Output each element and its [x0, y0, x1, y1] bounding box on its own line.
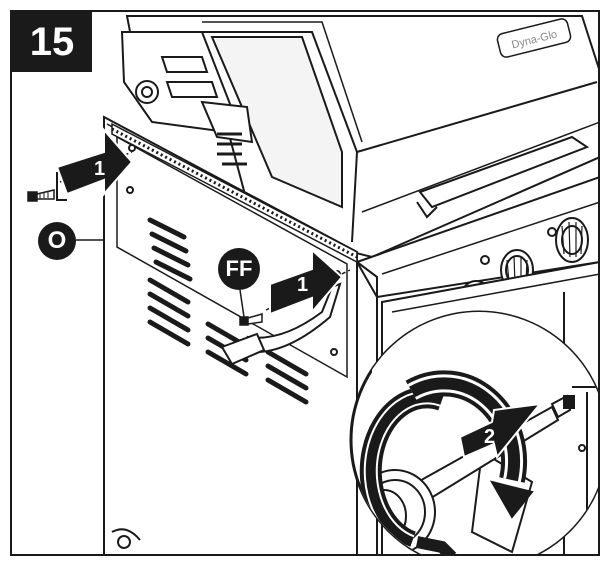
- push-arrow-icon: [55, 127, 134, 201]
- callout-ff-label: FF: [225, 256, 253, 281]
- step-number-badge: 15: [12, 12, 92, 72]
- grill-lid: [120, 15, 598, 259]
- arrow-step-label: 1: [297, 274, 309, 296]
- callout-ff: FF: [218, 248, 260, 290]
- callout-o-label: O: [47, 227, 67, 254]
- grill-assembly-illustration: Dyna-Glo: [27, 15, 598, 554]
- illustration-frame: Dyna-Glo: [10, 10, 600, 556]
- arrow-step-label: 2: [484, 426, 496, 448]
- step-number: 15: [29, 19, 75, 64]
- side-cabinet-panel: [103, 115, 378, 554]
- brand-logo: Dyna-Glo: [496, 18, 572, 58]
- push-arrow-icon: [269, 247, 344, 316]
- callout-o: O: [38, 222, 76, 260]
- callout-leader-lines: [76, 239, 245, 318]
- rotate-arrow-icon: [458, 402, 543, 460]
- arrow-step-label: 1: [94, 158, 106, 180]
